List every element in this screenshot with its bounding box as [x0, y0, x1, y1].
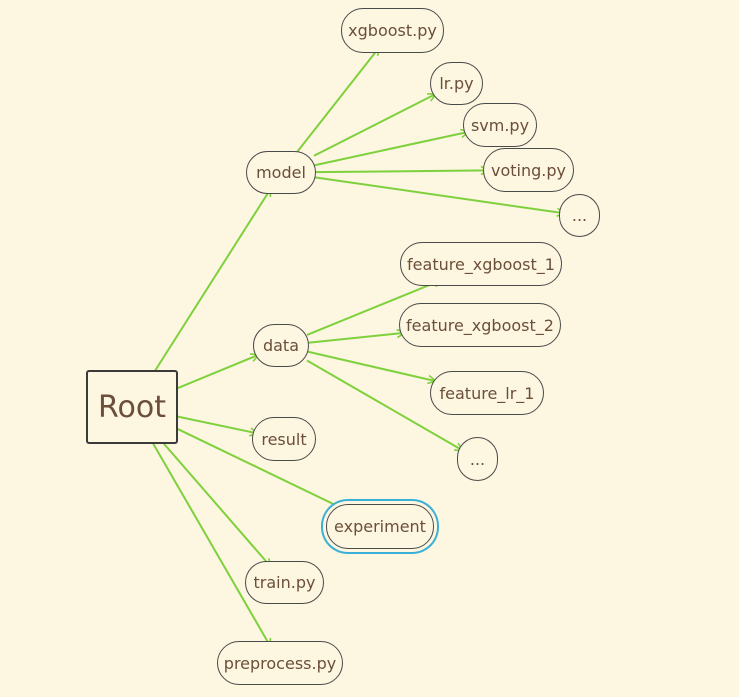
node-feature-xgboost-1[interactable]: feature_xgboost_1 — [400, 242, 562, 286]
edge-model-xgboost — [295, 47, 379, 154]
node-root[interactable]: Root — [86, 370, 178, 444]
edge-root-result — [175, 415, 258, 433]
edge-root-model — [153, 188, 271, 373]
edge-model-voting — [313, 170, 489, 172]
edge-data-feature_lr_1 — [306, 350, 436, 381]
node-feature-xgboost-2[interactable]: feature_xgboost_2 — [399, 303, 561, 347]
edge-root-preprocess — [151, 441, 271, 647]
node-train-py[interactable]: train.py — [245, 561, 324, 604]
edge-data-data_more — [306, 359, 463, 451]
node-model[interactable]: model — [246, 151, 316, 194]
edge-data-feature_xgboost_2 — [306, 333, 405, 344]
node-data[interactable]: data — [253, 324, 309, 367]
node-data-more[interactable]: ... — [457, 437, 498, 481]
node-voting-py[interactable]: voting.py — [483, 148, 574, 192]
node-preprocess-py[interactable]: preprocess.py — [217, 641, 343, 685]
edge-root-train — [161, 441, 271, 567]
node-feature-lr-1[interactable]: feature_lr_1 — [430, 371, 544, 415]
node-xgboost-py[interactable]: xgboost.py — [341, 8, 444, 53]
edge-root-experiment — [175, 427, 346, 510]
edge-model-svm — [313, 132, 469, 167]
node-model-more[interactable]: ... — [559, 194, 600, 237]
node-svm-py[interactable]: svm.py — [463, 103, 537, 147]
node-result[interactable]: result — [252, 417, 316, 461]
edge-data-feature_xgboost_1 — [306, 280, 442, 336]
edge-model-model_more — [313, 176, 565, 213]
node-experiment[interactable]: experiment — [326, 504, 434, 549]
node-lr-py[interactable]: lr.py — [430, 62, 483, 105]
edge-model-lr — [313, 93, 436, 157]
edge-root-data — [175, 355, 259, 390]
